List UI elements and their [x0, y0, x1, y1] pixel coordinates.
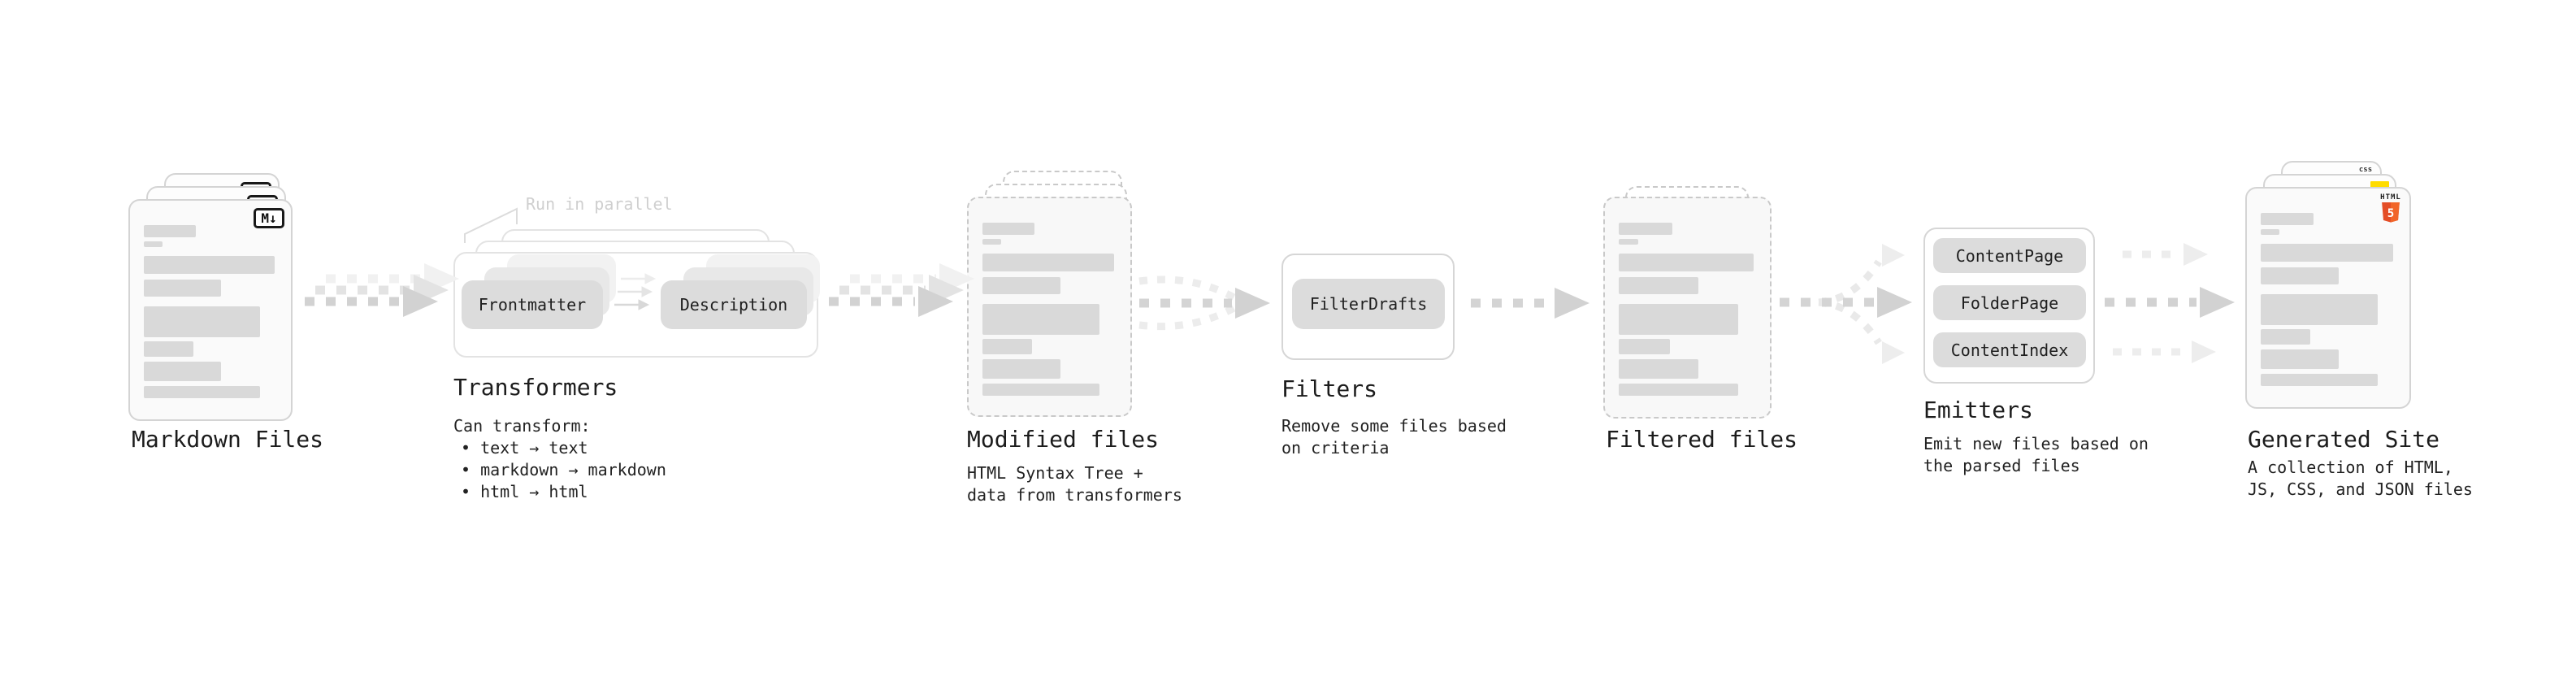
transformers-desc: Can transform:: [453, 416, 591, 436]
transformer-node-frontmatter: Frontmatter: [462, 280, 603, 329]
stage-label-filtered-files: Filtered files: [1606, 426, 1798, 453]
html5-shield: 5: [2382, 202, 2400, 223]
emitter-node-contentindex: ContentIndex: [1933, 332, 2086, 367]
svg-text:5: 5: [2387, 207, 2395, 220]
emitter-node-folderpage: FolderPage: [1933, 285, 2086, 320]
document-sheet: M↓: [128, 199, 293, 421]
stage-label-emitters: Emitters: [1923, 397, 2033, 423]
doc-content-placeholder: [1619, 223, 1756, 396]
doc-content-placeholder: [2261, 213, 2396, 386]
emitter-node-contentpage: ContentPage: [1933, 238, 2086, 273]
emitters-desc: Emit new files based on: [1923, 434, 2149, 453]
stage-label-modified-files: Modified files: [967, 426, 1160, 453]
markdown-icon: M↓: [254, 208, 284, 228]
document-sheet: HTML 5: [2245, 187, 2411, 409]
transformer-node-description: Description: [661, 280, 807, 329]
filters-desc: Remove some files based: [1281, 416, 1507, 436]
run-in-parallel-callout: Run in parallel: [526, 194, 673, 214]
stage-label-markdown-files: Markdown Files: [132, 426, 324, 453]
transformers-bullet: • markdown → markdown: [461, 460, 666, 479]
flow-arrow-modified-to-filters: [1138, 275, 1270, 331]
doc-content-placeholder: [982, 223, 1117, 396]
modified-desc: HTML Syntax Tree +: [967, 463, 1143, 483]
flow-arrow-transformers-to-modified: [829, 263, 974, 317]
generated-desc: JS, CSS, and JSON files: [2248, 479, 2473, 499]
html5-label: HTML: [2380, 193, 2401, 202]
flow-arrow-filtered-to-emitters: [1780, 244, 1912, 364]
transformers-bullet: • text → text: [461, 438, 588, 458]
stage-label-generated-site: Generated Site: [2248, 426, 2440, 453]
document-sheet: [1603, 197, 1772, 419]
filter-node-filterdrafts: FilterDrafts: [1292, 279, 1445, 329]
flow-arrow-markdown-to-transformers: [305, 263, 459, 317]
flow-arrow-filters-to-filtered: [1471, 288, 1589, 319]
stage-label-transformers: Transformers: [453, 374, 618, 401]
doc-content-placeholder: [144, 225, 277, 398]
flow-arrow-emitters-to-generated: [2105, 243, 2235, 363]
modified-desc: data from transformers: [967, 485, 1182, 505]
emitters-desc: the parsed files: [1923, 456, 2080, 475]
css-badge-text: css: [2358, 166, 2373, 174]
html5-icon: HTML 5: [2379, 194, 2403, 223]
stage-label-filters: Filters: [1281, 375, 1378, 402]
generated-desc: A collection of HTML,: [2248, 458, 2453, 477]
transformers-bullet: • html → html: [461, 482, 588, 501]
document-sheet: [967, 197, 1132, 417]
filters-desc: on criteria: [1281, 438, 1390, 458]
